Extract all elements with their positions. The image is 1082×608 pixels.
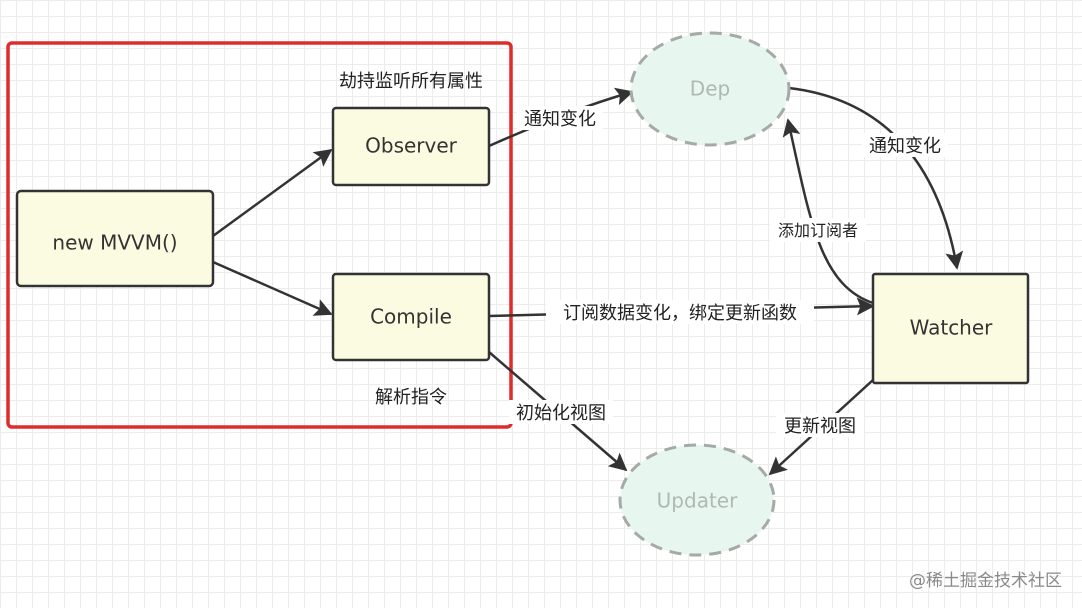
node-observer-box [331,106,491,187]
edge-label-watcher-to-dep: 添加订阅者 [778,221,858,240]
edge-label-observer-to-dep: 通知变化 [524,109,596,130]
edge-label-compile-to-updater: 初始化视图 [516,403,606,424]
observer-note: 劫持监听所有属性 [339,71,483,92]
node-observer-label: Observer [365,134,458,158]
node-compile-box [331,272,491,362]
edge-label-watcher-to-updater: 更新视图 [784,416,856,437]
node-watcher-box [871,272,1030,385]
highlight-frame [6,41,513,429]
label-bg-watcher-to-updater [776,413,864,437]
label-bg-dep-to-watcher [862,133,948,157]
node-dep-label: Dep [690,77,730,101]
watermark: @稀土掘金技术社区 [909,571,1062,591]
edge-watcher-to-dep [782,118,874,305]
node-updater-label: Updater [657,489,738,513]
node-updater-ellipse [618,443,776,557]
node-mvvm-box [15,189,215,288]
edge-label-dep-to-watcher: 通知变化 [869,136,941,157]
node-mvvm-label: new MVVM() [52,231,177,255]
label-bg-observer-to-dep [517,106,603,130]
edge-label-compile-to-watcher: 订阅数据变化，绑定更新函数 [563,303,797,324]
node-watcher-label: Watcher [910,316,994,340]
compile-note: 解析指令 [375,387,447,408]
label-bg-compile-to-watcher [546,300,814,324]
label-bg-watcher-to-dep [770,218,866,242]
node-compile-label: Compile [370,305,452,329]
edge-mvvm-to-compile [212,260,333,316]
node-dep-ellipse [629,31,791,147]
edge-mvvm-to-observer [212,148,333,238]
label-bg-compile-to-updater [509,400,613,424]
